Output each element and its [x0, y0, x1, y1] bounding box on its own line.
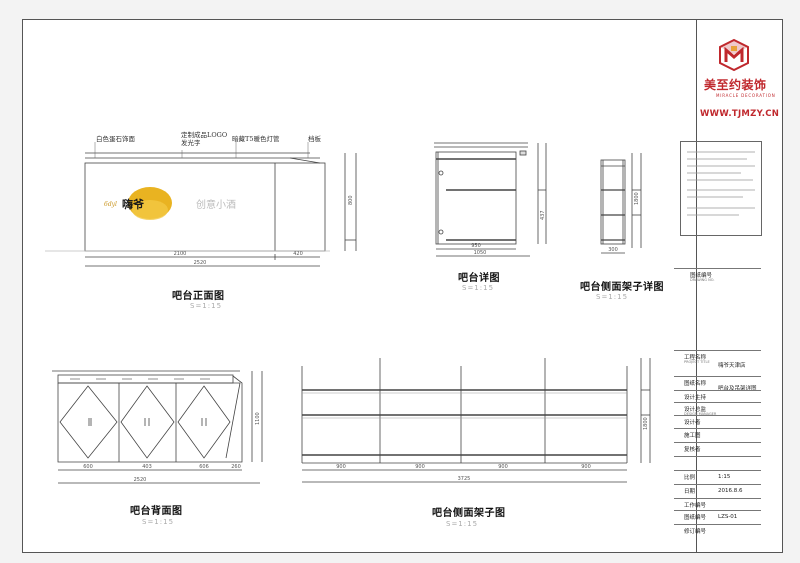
shelf-dim-3: 900	[498, 464, 508, 470]
date-value: 2016.8.6	[718, 488, 743, 494]
row-sub: PROJECT TITLE	[684, 360, 710, 364]
row-label: 图纸名称	[684, 381, 707, 387]
detail-caption: 吧台详图	[458, 273, 500, 284]
front-dim-2: 420	[293, 251, 303, 257]
title-row-notes-label: 图纸编号 DRAWING NO.	[674, 268, 761, 297]
front-dim-1: 2100	[174, 251, 187, 257]
shelf-detail-dim-w: 300	[608, 247, 618, 253]
front-sign-logo: 嗨爷 6dyl	[104, 187, 172, 220]
detail-dim-w2: 1050	[474, 250, 487, 256]
svg-text:6dyl: 6dyl	[104, 201, 117, 208]
row-label: 设计者	[684, 420, 701, 426]
title-row-drawing-title: 图纸名称 吧台及吊架详图	[674, 376, 761, 392]
drawing-title-value: 吧台及吊架详图	[718, 386, 757, 392]
back-dim-3: 606	[199, 464, 209, 470]
side-shelf-scale: S=1:15	[446, 520, 479, 528]
title-row-designer: 设计者	[674, 415, 761, 429]
front-caption: 吧台正面图	[172, 291, 225, 302]
brand-name: 美至约装饰	[704, 78, 767, 92]
sign-logo-text: 嗨爷	[122, 197, 145, 211]
shelf-dim-total: 3725	[458, 476, 471, 482]
shelf-dim-h: 1800	[643, 417, 649, 430]
shelf-dim-2: 900	[415, 464, 425, 470]
front-scale: S=1:15	[190, 302, 223, 310]
title-row-job: 工作编号	[674, 498, 761, 511]
back-dim-4: 260	[231, 464, 241, 470]
drawing-no-sub: DRAWING NO.	[690, 278, 715, 282]
shelf-dim-1: 900	[336, 464, 346, 470]
title-row-scale: 比例 1:15	[674, 470, 761, 485]
shelf-detail-dim-h: 1800	[634, 192, 640, 205]
back-dim-h: 1100	[255, 412, 261, 425]
title-row-manager: 设计总监 DESIGN MANAGER	[674, 402, 761, 416]
back-dim-1: 600	[83, 464, 93, 470]
drawing-no-value: LZS-01	[718, 514, 738, 520]
scale-value: 1:15	[718, 474, 731, 480]
row-label: 比例	[684, 475, 696, 481]
shelf-dim-4: 900	[581, 464, 591, 470]
project-title-value: 嗨爷天津店	[718, 363, 746, 369]
title-row-director: 设计主持	[674, 390, 761, 403]
annotation-led: 暗藏T5暖色灯管	[232, 135, 280, 143]
title-row-drawn: 施工图	[674, 428, 761, 443]
row-label: 工程名称	[684, 355, 707, 361]
title-row-project: 工程名称 PROJECT TITLE 嗨爷天津店	[674, 350, 761, 377]
title-row-blank	[674, 456, 761, 471]
title-block	[696, 19, 784, 553]
back-dim-total: 2520	[134, 477, 147, 483]
row-label: 设计主持	[684, 395, 707, 401]
annotation-baffle: 档板	[308, 135, 321, 143]
row-label: 工作编号	[684, 503, 707, 509]
cube-m-logo-icon	[718, 38, 750, 72]
back-scale: S=1:15	[142, 518, 175, 526]
detail-scale: S=1:15	[462, 284, 495, 292]
row-label: 图纸编号	[684, 515, 707, 521]
side-shelf-detail-caption: 吧台侧面架子详图	[580, 282, 664, 293]
side-shelf-detail-scale: S=1:15	[596, 293, 629, 301]
brand-sub: MIRACLE DECORATION	[716, 93, 776, 98]
drawing-no-label: 图纸编号	[690, 273, 713, 279]
front-dim-total: 2520	[194, 260, 207, 266]
row-label: 设计总监	[684, 407, 707, 413]
annotation-stone-facing: 白色蛋石饰面	[96, 135, 135, 143]
sign-text: 创意小酒	[196, 198, 236, 211]
row-label: 日期	[684, 489, 696, 495]
title-row-checked: 复核者	[674, 442, 761, 457]
brand-url: WWW.TJMZY.CN	[700, 109, 780, 119]
title-row-date: 日期 2016.8.6	[674, 484, 761, 499]
row-label: 施工图	[684, 433, 701, 439]
front-dim-h: 800	[348, 195, 354, 205]
back-caption: 吧台背面图	[130, 506, 183, 517]
detail-dim-h1: 437	[540, 210, 546, 220]
row-sub: DESIGN MANAGER	[684, 412, 717, 416]
title-row-revision: 修订编号	[674, 524, 761, 539]
title-row-drawing-no: 图纸编号 LZS-01	[674, 510, 761, 525]
side-shelf-caption: 吧台侧面架子图	[432, 508, 506, 519]
construction-notes	[680, 141, 762, 236]
row-label: 复核者	[684, 447, 701, 453]
row-label: 修订编号	[684, 529, 707, 535]
drawing-sheet	[22, 19, 783, 553]
back-dim-2: 403	[142, 464, 152, 470]
detail-dim-w1: 950	[471, 243, 481, 249]
